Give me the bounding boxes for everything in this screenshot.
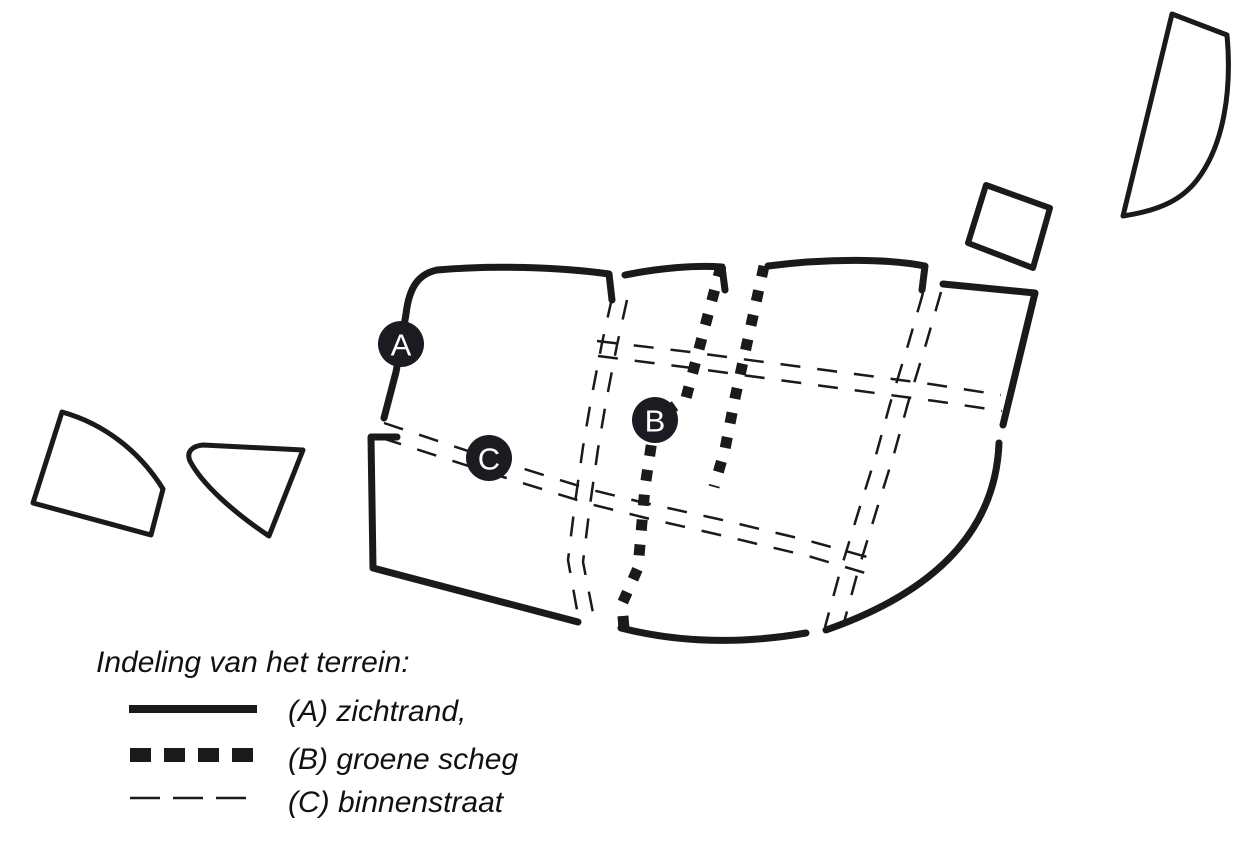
zichtrand-right-upper-edge	[939, 280, 1039, 429]
zichtrand-bottom-middle-arc	[617, 624, 810, 644]
binnenstraat-lower-street-north-line	[383, 421, 879, 562]
marker-c[interactable]: C	[466, 435, 512, 481]
legend-label-b: (B) groene scheg	[288, 743, 518, 776]
marker-c-label: C	[478, 442, 500, 477]
binnenstraat-vertical-right-east-line	[841, 291, 943, 627]
marker-b-circle	[632, 397, 678, 443]
zichtrand-top-left-arc	[380, 263, 616, 422]
marker-b[interactable]: B	[632, 397, 678, 443]
legend-label-a: (A) zichtrand,	[288, 695, 466, 728]
zichtrand-top-right-arc	[764, 256, 929, 294]
legend-swatch-dotted-line	[130, 748, 253, 762]
binnenstraat-upper-street-north-line	[596, 339, 1002, 397]
top-right-curved-sliver-shape	[1120, 11, 1231, 219]
binnenstraat-lower-street-south-line	[381, 436, 873, 577]
left-far-quadrilateral-shape	[30, 409, 166, 538]
groene-scheg-east-line	[708, 264, 770, 489]
marker-b-label: B	[645, 404, 666, 439]
binnenstraat-vertical-left-east-line	[581, 299, 629, 624]
legend: Indeling van het terrein: (A) zichtrand,…	[96, 646, 518, 819]
legend-label-c: (C) binnenstraat	[288, 786, 505, 819]
marker-a[interactable]: A	[378, 321, 424, 367]
legend-entry-a: (A) zichtrand,	[129, 695, 466, 728]
zichtrand-bottom-left-parcel-edge	[367, 433, 582, 626]
groene-scheg-dotted-lines-group	[616, 264, 770, 630]
marker-a-label: A	[391, 328, 412, 363]
legend-entry-c: (C) binnenstraat	[130, 786, 505, 819]
binnenstraat-vertical-left-west-line	[566, 297, 614, 622]
left-near-wedge-shape	[186, 442, 306, 539]
binnenstraat-dashed-streets-group	[381, 291, 1003, 628]
binnenstraat-upper-street-south-line	[597, 354, 1003, 413]
legend-entry-b: (B) groene scheg	[130, 743, 518, 776]
zichtrand-bottom-right-arc	[822, 439, 1003, 634]
marker-c-circle	[466, 435, 512, 481]
legend-title: Indeling van het terrein:	[96, 646, 410, 679]
marker-a-circle	[378, 321, 424, 367]
top-right-rounded-square-shape	[965, 182, 1053, 271]
binnenstraat-vertical-right-west-line	[823, 292, 925, 628]
markers-group: A B C	[378, 321, 678, 481]
zichtrand-solid-edges-group	[367, 256, 1039, 644]
detached-shapes-group	[30, 11, 1231, 539]
